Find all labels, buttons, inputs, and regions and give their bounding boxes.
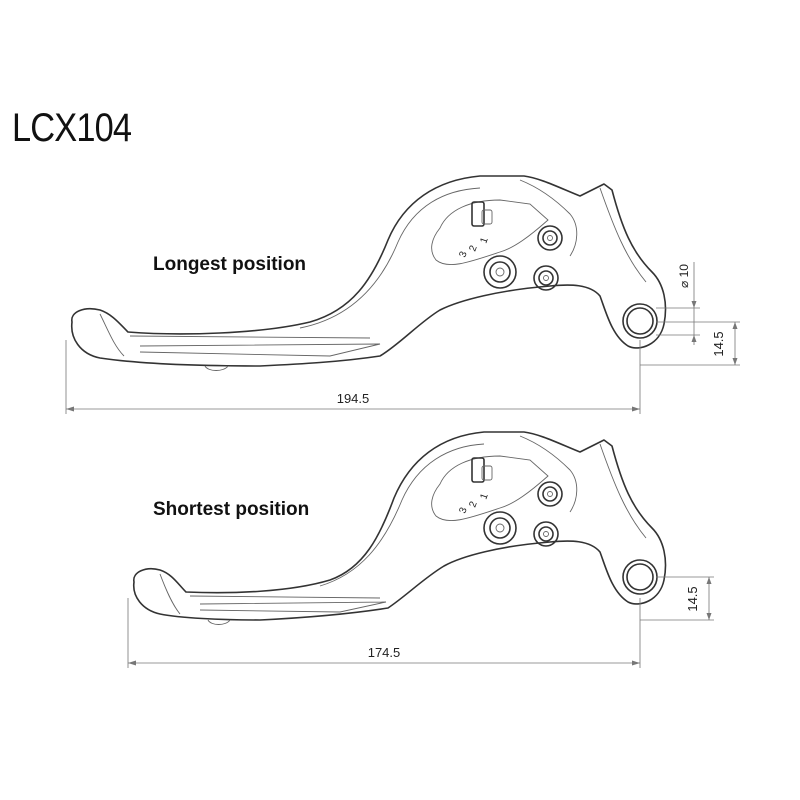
shortest-small-bolt [533,521,559,547]
longest-small-bolt [533,265,559,291]
shortest-length-dimension: 174.5 [368,645,401,660]
longest-lever-drawing: 3 2 1 [65,175,740,414]
longest-length-dimension: 194.5 [337,391,370,406]
hole-diameter-dimension: ⌀ 10 [677,264,691,288]
longest-main-bolt [483,255,517,289]
longest-lever-outline [71,175,667,367]
shortest-adjuster-num-3: 3 [457,506,469,515]
shortest-pivot-offset-dimension: 14.5 [685,586,700,611]
longest-upper-bolt [537,225,563,251]
shortest-adjuster-num-1: 1 [478,492,490,501]
shortest-upper-bolt [537,481,563,507]
longest-pivot-hole [622,303,658,339]
longest-adjuster-pin [471,201,485,227]
shortest-lever-drawing: 3 2 1 [127,431,714,668]
model-title: LCX104 [12,106,132,150]
shortest-pivot-hole [622,559,658,595]
longest-adjuster-num-3: 3 [457,250,469,259]
shortest-adjuster-pin [471,457,485,483]
shortest-position-label: Shortest position [153,499,310,520]
longest-position-label: Longest position [153,254,307,275]
longest-adjuster-num-1: 1 [478,236,490,245]
longest-adjuster-num-2: 2 [467,244,479,253]
shortest-adjuster-num-2: 2 [467,500,479,509]
longest-pivot-offset-dimension: 14.5 [711,331,726,356]
shortest-main-bolt [483,511,517,545]
shortest-lever-outline [133,431,667,621]
